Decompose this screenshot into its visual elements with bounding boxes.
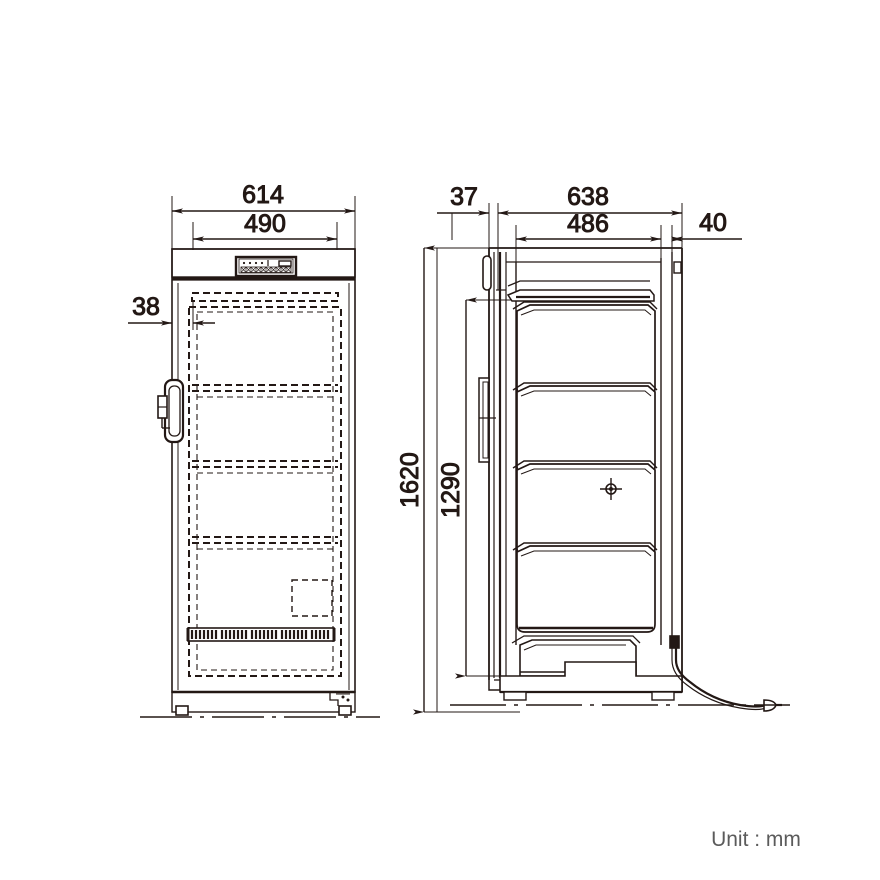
side-door-handle[interactable]: [478, 255, 506, 463]
front-inner-box: [291, 579, 333, 617]
front-foot-left: [175, 705, 189, 716]
side-top-tray: [506, 280, 655, 302]
control-panel-leds: [242, 261, 264, 265]
cord-gland: [669, 635, 680, 649]
front-shelves: [192, 384, 338, 544]
side-drawer-3[interactable]: [512, 460, 658, 557]
front-view: 614 490 38: [128, 181, 380, 718]
control-panel-display: [278, 260, 292, 267]
dimension-486: 486: [516, 210, 661, 242]
dimension-486-label: 486: [567, 210, 609, 238]
dimension-490-label: 490: [244, 210, 286, 238]
dimension-490: 490: [193, 210, 337, 242]
dimension-38-label: 38: [132, 293, 160, 321]
front-hinge-detail: [329, 693, 350, 706]
side-drawer-1[interactable]: [512, 301, 658, 397]
dimension-40: 40: [671, 209, 742, 242]
front-shelf-thin-lines: [197, 396, 333, 550]
door-handle[interactable]: [157, 378, 185, 444]
unit-note: Unit : mm: [711, 828, 801, 851]
center-mark-icon: [600, 478, 622, 500]
dimension-614: 614: [172, 181, 355, 214]
front-foot-right: [338, 705, 352, 716]
dimension-37: 37: [437, 183, 489, 216]
dimension-40-label: 40: [699, 209, 727, 237]
front-cabinet-body: [171, 248, 356, 693]
dimension-1620-label: 1620: [396, 452, 424, 508]
side-foot-left: [503, 691, 527, 701]
dimension-1620: 1620: [396, 245, 435, 715]
dimension-638: 638: [498, 183, 682, 216]
side-drawer-4[interactable]: [512, 542, 658, 633]
control-panel-keypad[interactable]: [240, 266, 292, 273]
front-base: [171, 690, 356, 716]
front-interior-dashed: [188, 292, 342, 677]
power-cord: [669, 635, 782, 712]
dimension-614-label: 614: [242, 181, 284, 209]
side-view: 37 638 486 40 1620 1290: [396, 183, 790, 715]
side-rear-bracket: [673, 261, 682, 274]
front-grille: [186, 627, 336, 642]
dimension-37-label: 37: [450, 183, 478, 211]
dimension-1290: 1290: [437, 297, 477, 679]
side-base: [488, 661, 683, 701]
dimension-38: 38: [128, 293, 215, 340]
dimension-1290-label: 1290: [437, 462, 465, 518]
control-panel[interactable]: [234, 255, 298, 278]
side-foot-right: [651, 691, 675, 701]
dimension-638-label: 638: [567, 183, 609, 211]
side-cabinet-body: [488, 247, 683, 692]
